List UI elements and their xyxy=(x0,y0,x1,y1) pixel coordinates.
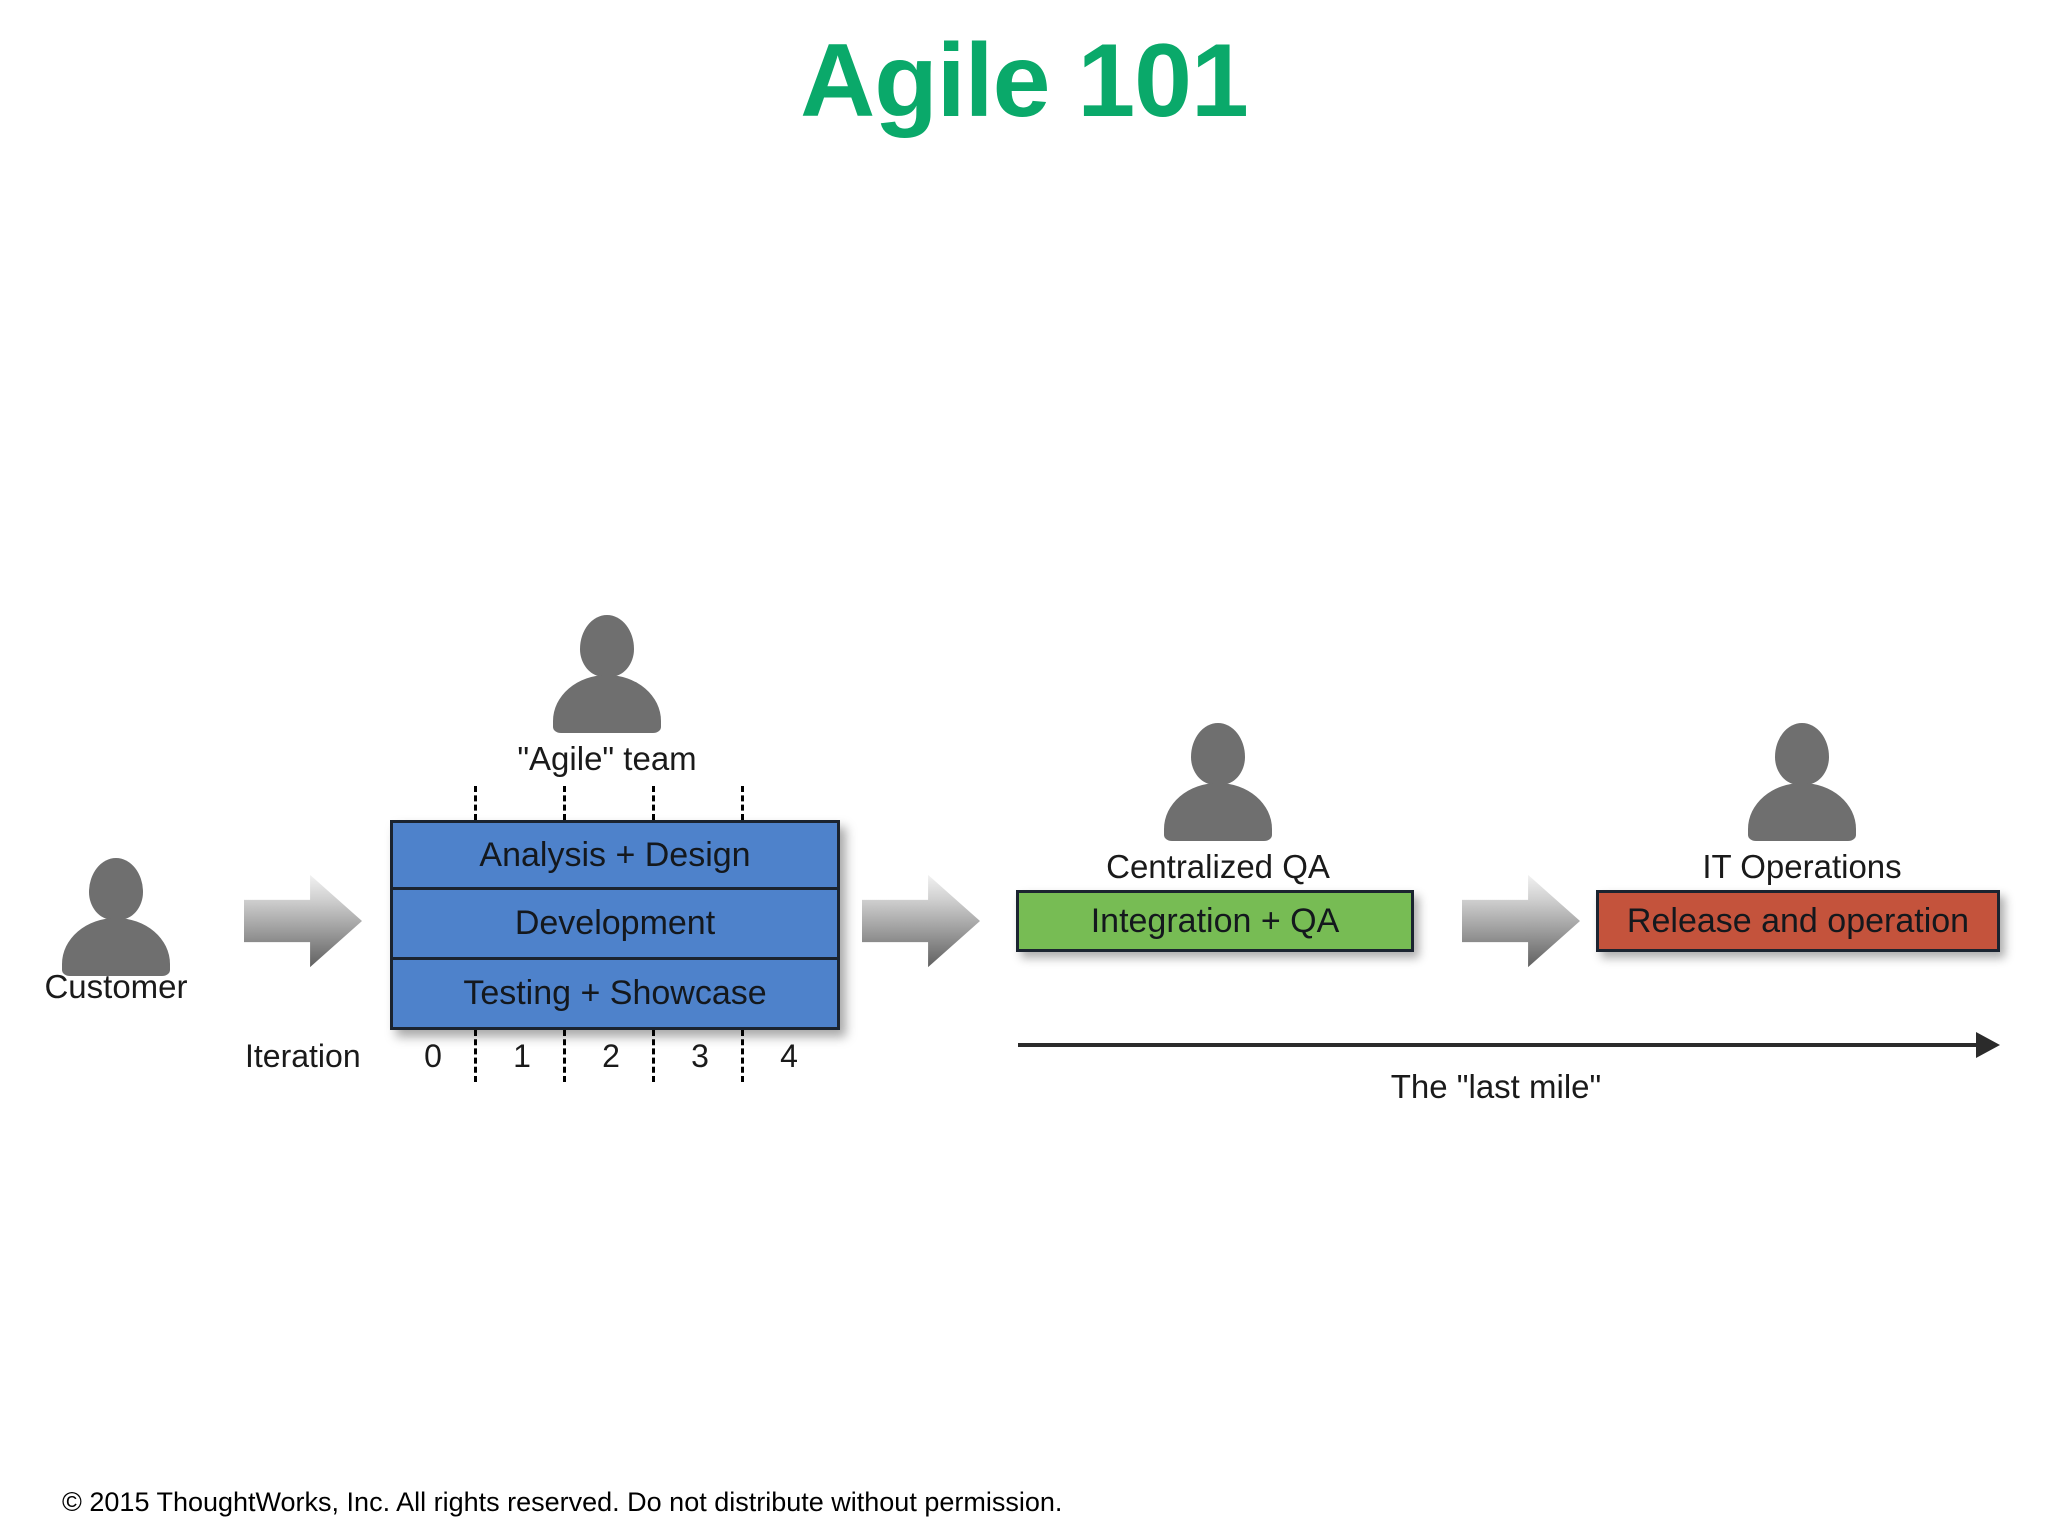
arrow-shape xyxy=(1462,874,1580,968)
copyright-footer: © 2015 ThoughtWorks, Inc. All rights res… xyxy=(62,1487,1063,1517)
agile-team-stack: Analysis + Design Development Testing + … xyxy=(390,820,840,1030)
process-box-integration-qa[interactable]: Integration + QA xyxy=(1016,890,1414,952)
person-icon xyxy=(1748,723,1856,841)
person-head xyxy=(89,858,143,920)
iteration-separator xyxy=(474,1030,477,1082)
person-body xyxy=(1164,783,1272,841)
person-body xyxy=(553,675,661,733)
right-arrow-icon xyxy=(244,873,362,969)
person-head xyxy=(580,615,634,677)
process-box-analysis-design[interactable]: Analysis + Design xyxy=(390,820,840,890)
process-box-testing-showcase[interactable]: Testing + Showcase xyxy=(390,960,840,1030)
iteration-tick-3: 3 xyxy=(691,1038,709,1074)
process-box-release-operation[interactable]: Release and operation xyxy=(1596,890,2000,952)
iteration-separator xyxy=(563,1030,566,1082)
arrow-head-icon xyxy=(1976,1032,2000,1058)
actor-label-centralized-qa: Centralized QA xyxy=(1106,848,1330,885)
person-icon xyxy=(1164,723,1272,841)
page-title: Agile 101 xyxy=(800,23,1249,139)
person-icon xyxy=(553,615,661,733)
actor-label-customer: Customer xyxy=(44,968,188,1005)
person-head xyxy=(1191,723,1245,785)
iteration-tick-0: 0 xyxy=(424,1038,442,1074)
iteration-tick-mark xyxy=(741,786,744,820)
actor-label-agile-team: "Agile" team xyxy=(517,740,697,777)
iteration-tick-2: 2 xyxy=(602,1038,620,1074)
iteration-tick-1: 1 xyxy=(513,1038,531,1074)
iteration-tick-4: 4 xyxy=(780,1038,798,1074)
right-arrow-line-icon xyxy=(1018,1043,1978,1047)
process-box-development[interactable]: Development xyxy=(390,890,840,960)
right-arrow-icon xyxy=(862,873,980,969)
iteration-tick-mark xyxy=(563,786,566,820)
actor-label-it-operations: IT Operations xyxy=(1702,848,1902,885)
iteration-axis-label: Iteration xyxy=(245,1038,361,1074)
person-body xyxy=(1748,783,1856,841)
right-arrow-icon xyxy=(1462,873,1580,969)
person-icon xyxy=(62,858,170,976)
person-head xyxy=(1775,723,1829,785)
iteration-tick-mark xyxy=(474,786,477,820)
last-mile-label: The "last mile" xyxy=(1390,1068,1602,1105)
iteration-separator xyxy=(652,1030,655,1082)
iteration-tick-mark xyxy=(652,786,655,820)
iteration-separator xyxy=(741,1030,744,1082)
arrow-shape xyxy=(244,874,362,968)
arrow-shape xyxy=(862,874,980,968)
